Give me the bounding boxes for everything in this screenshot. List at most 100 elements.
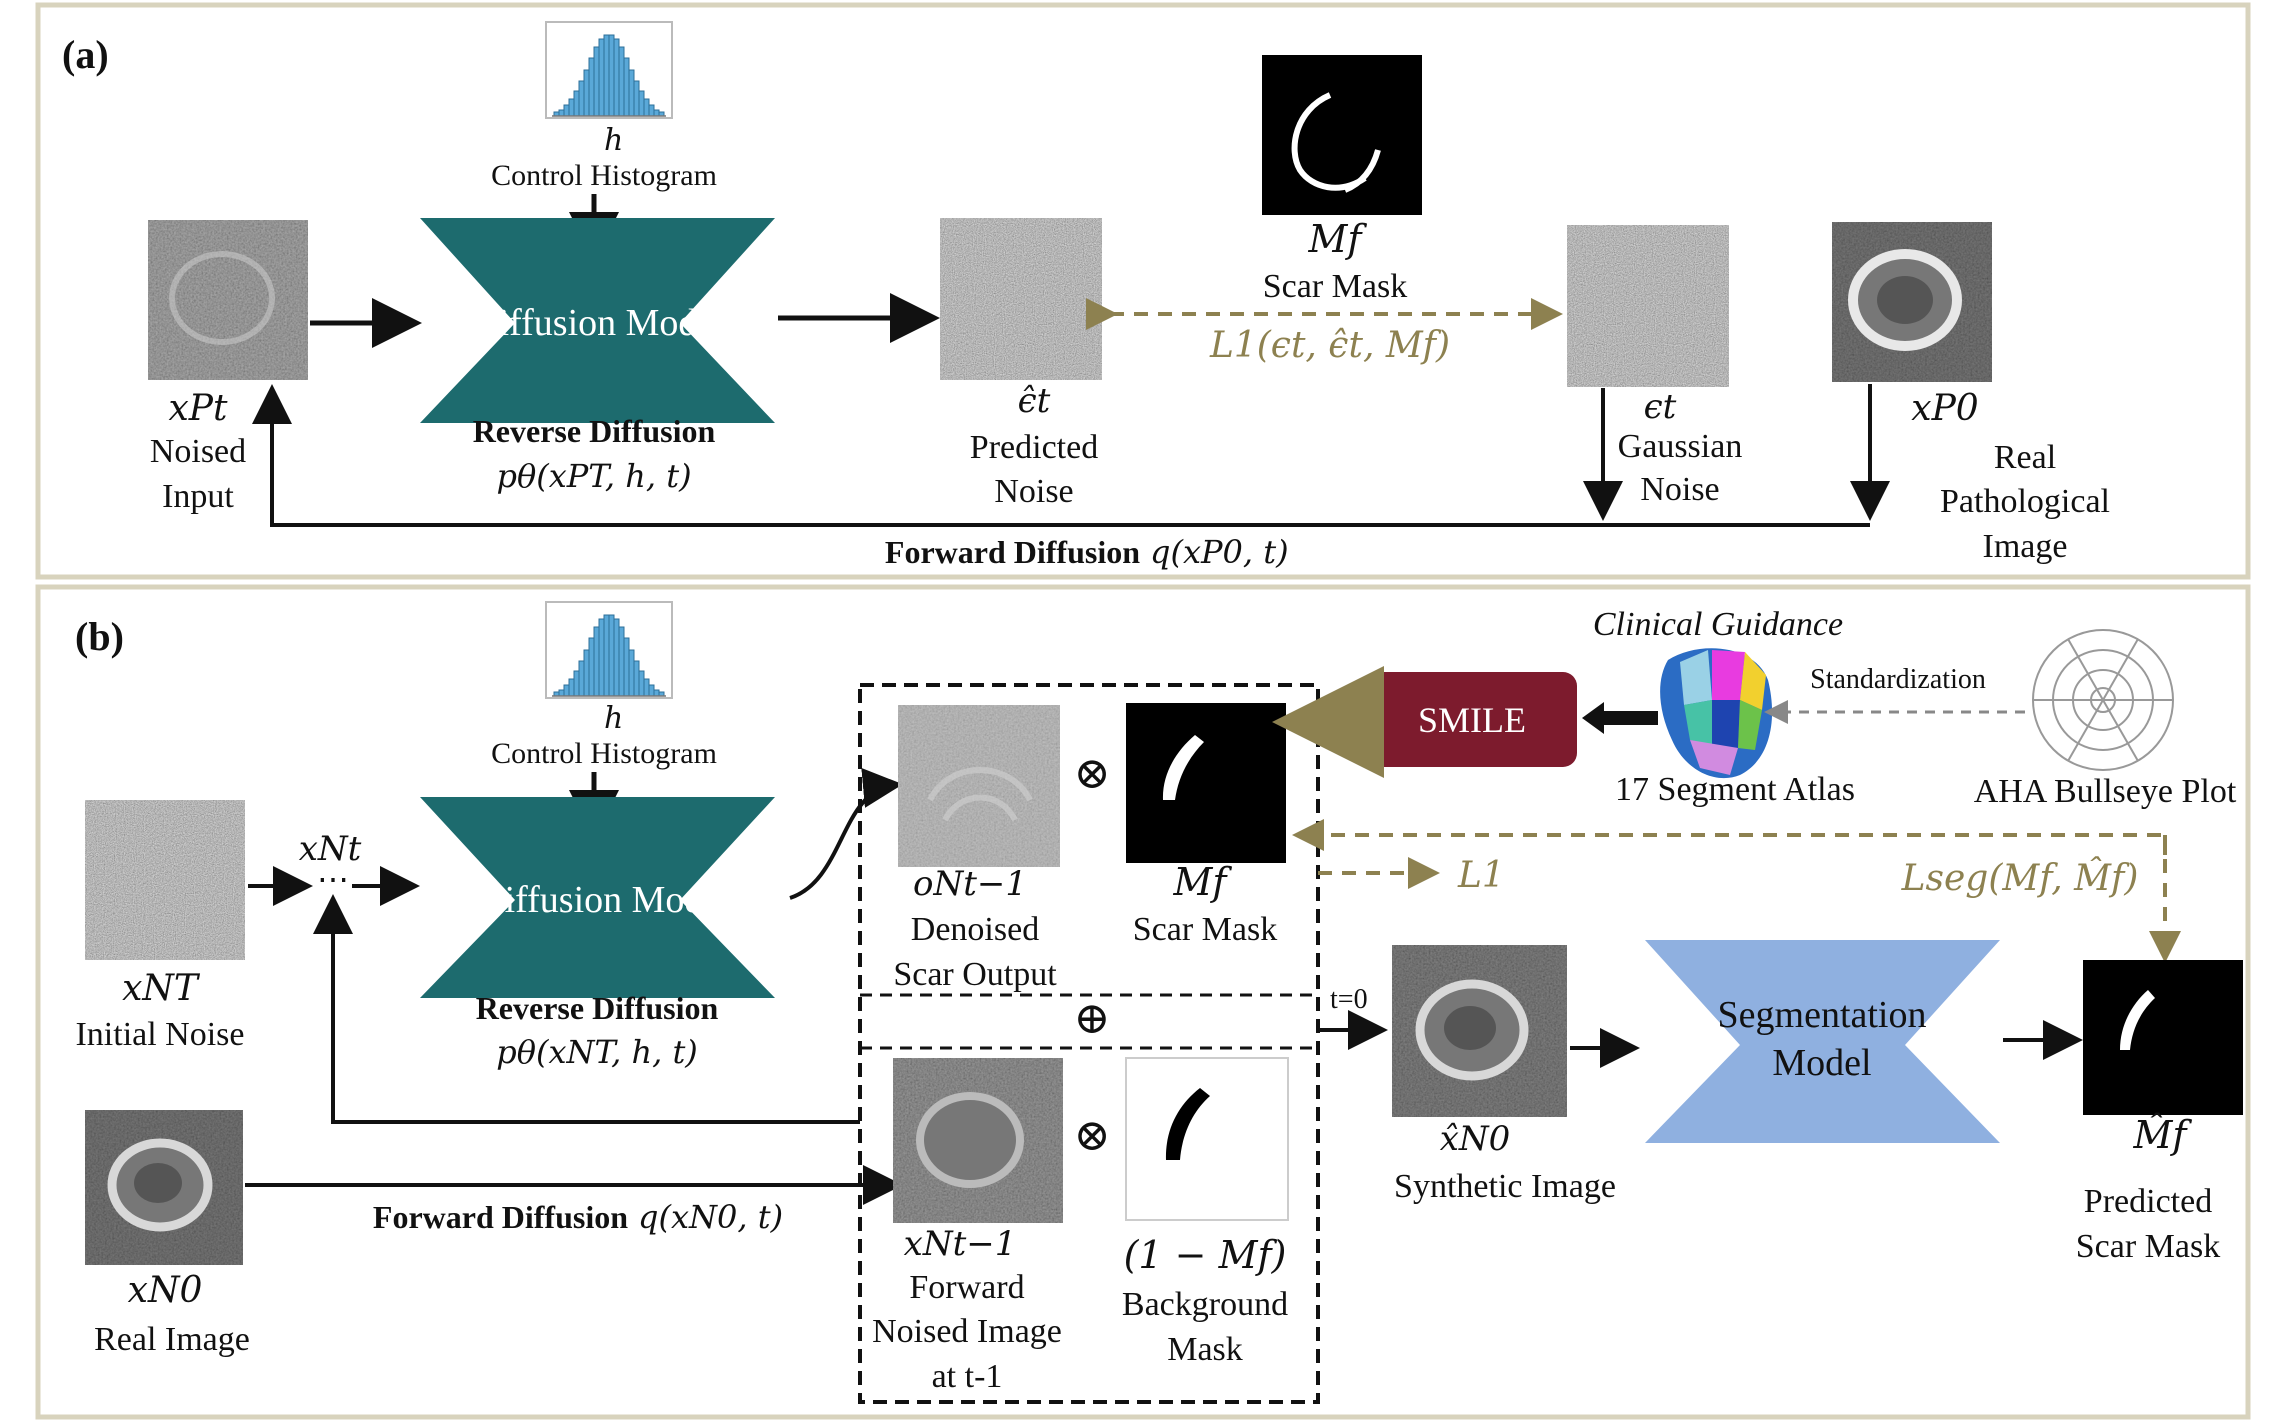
histogram-bar — [608, 614, 615, 697]
real-pathological-label-2: Pathological — [1940, 483, 2110, 520]
histogram-bar — [618, 46, 625, 117]
predicted-mask-label-1: Predicted — [2084, 1183, 2212, 1220]
histogram-bar — [613, 618, 620, 697]
composition-box — [858, 683, 1320, 1404]
diffusion-model-b-block — [420, 797, 775, 998]
real-image-symbol: xN0 — [128, 1270, 203, 1311]
loss-l1-label: L1(ϵt, ϵ̂t, Mf) — [1209, 325, 1450, 366]
histogram-bar — [643, 98, 650, 117]
histogram-symbol: h — [604, 123, 623, 158]
histogram-bar — [623, 637, 630, 697]
forward-diffusion-b-formula: q(xN0, t) — [638, 1198, 783, 1236]
background-mask-image — [1125, 1057, 1289, 1221]
scar-mask-b-image — [1126, 703, 1286, 863]
oplus: ⊕ — [1074, 994, 1111, 1043]
histogram-bar — [648, 104, 655, 117]
background-mask-label-1: Background — [1122, 1286, 1288, 1323]
histogram-bar — [628, 649, 635, 697]
histogram-label: Control Histogram — [491, 159, 717, 192]
histogram-bar — [558, 109, 565, 117]
scar-mask-b-symbol: Mf — [1173, 860, 1233, 904]
diffusion-model-block — [420, 218, 775, 423]
forward-diffusion-b-label: Forward Diffusion — [373, 1199, 628, 1235]
initial-noise-symbol: xNT — [122, 968, 201, 1009]
histogram-bar — [653, 689, 660, 697]
histogram-bar — [568, 98, 575, 117]
real-pathological-symbol: xP0 — [1911, 388, 1978, 429]
histogram-bar — [573, 670, 580, 697]
noised-input-label-1: Noised — [150, 433, 246, 470]
panel-b-frame — [35, 584, 2251, 1420]
diffusion-model-b-label: Diffusion Model — [477, 879, 731, 921]
smile-label: SMILE — [1418, 700, 1526, 740]
denoised-label-2: Scar Output — [893, 956, 1057, 993]
histogram-bar — [568, 678, 575, 697]
denoised-label-1: Denoised — [911, 911, 1039, 948]
forward-noised-label-2: Noised Image — [872, 1313, 1062, 1350]
atlas-label: 17 Segment Atlas — [1615, 771, 1855, 808]
predicted-scar-mask-image — [2083, 960, 2243, 1115]
predicted-mask-label-2: Scar Mask — [2076, 1228, 2220, 1265]
bullseye-plot-icon — [2032, 629, 2174, 771]
histogram-bar — [628, 69, 635, 117]
panel-a-frame — [35, 2, 2251, 580]
forward-noised-label-3: at t-1 — [932, 1358, 1003, 1395]
histogram-bar — [583, 69, 590, 117]
synthetic-symbol: x̂N0 — [1440, 1119, 1511, 1159]
denoised-symbol: oNt−1 — [913, 864, 1027, 904]
control-histogram-icon — [545, 21, 673, 119]
xnt-symbol: xNt — [299, 829, 362, 869]
histogram-bar — [608, 34, 615, 117]
histogram-bar — [578, 80, 585, 117]
otimes-top: ⊗ — [1074, 749, 1111, 798]
histogram-bar — [633, 660, 640, 697]
scar-mask-image — [1262, 55, 1422, 215]
noised-input-label-2: Input — [162, 478, 234, 515]
background-mask-label-2: Mask — [1167, 1331, 1243, 1368]
lseg-label: Lseg(Mf, M̂f) — [1901, 856, 2139, 899]
noised-input-symbol: xPt — [169, 388, 229, 429]
real-pathological-label-1: Real — [1994, 439, 2056, 476]
reverse-diffusion-label: Reverse Diffusion — [473, 413, 716, 449]
histogram-bar — [588, 57, 595, 117]
t0-label: t=0 — [1330, 984, 1368, 1015]
bullseye-label: AHA Bullseye Plot — [1974, 773, 2237, 810]
histogram-bar — [623, 57, 630, 117]
gaussian-noise-label-1: Gaussian — [1618, 428, 1743, 465]
forward-noised-symbol: xNt−1 — [904, 1224, 1017, 1264]
segmentation-model-block — [1645, 940, 2000, 1143]
smile-block — [1367, 672, 1577, 767]
forward-noised-label-1: Forward — [909, 1269, 1024, 1306]
panel-a-label: (a) — [62, 32, 109, 77]
background-mask-symbol: (1 − Mf) — [1124, 1233, 1287, 1277]
histogram-bar — [593, 626, 600, 697]
histogram-bar — [613, 38, 620, 117]
histogram-bar — [563, 104, 570, 117]
gaussian-noise-label-2: Noise — [1640, 471, 1719, 508]
reverse-diffusion-formula: pθ(xPT, h, t) — [496, 457, 691, 495]
histogram-bar — [593, 46, 600, 117]
standardization-label: Standardization — [1810, 664, 1986, 695]
real-image-label: Real Image — [94, 1321, 250, 1358]
predicted-noise-label-1: Predicted — [970, 429, 1098, 466]
histogram-bar — [603, 34, 610, 117]
segmentation-label-1: Segmentation — [1718, 994, 1927, 1036]
diffusion-model-label: Diffusion Model — [471, 302, 725, 344]
real-pathological-label-3: Image — [1983, 528, 2068, 565]
histogram-bar — [583, 649, 590, 697]
histogram-bar — [653, 109, 660, 117]
histogram-bar — [578, 660, 585, 697]
panel-b-label: (b) — [75, 614, 124, 659]
forward-diffusion-formula: q(xP0, t) — [1150, 533, 1289, 571]
initial-noise-label: Initial Noise — [75, 1016, 244, 1053]
scar-mask-label: Scar Mask — [1263, 268, 1407, 305]
predicted-noise-symbol: ϵ̂t — [1018, 381, 1051, 421]
control-histogram-b-icon — [545, 601, 673, 699]
histogram-bar — [618, 626, 625, 697]
histogram-bar — [643, 678, 650, 697]
xnt-dots: ⋯ — [317, 861, 349, 897]
histogram-bar — [563, 684, 570, 697]
scar-mask-b-label: Scar Mask — [1133, 911, 1277, 948]
l1-b-label: L1 — [1457, 855, 1505, 896]
